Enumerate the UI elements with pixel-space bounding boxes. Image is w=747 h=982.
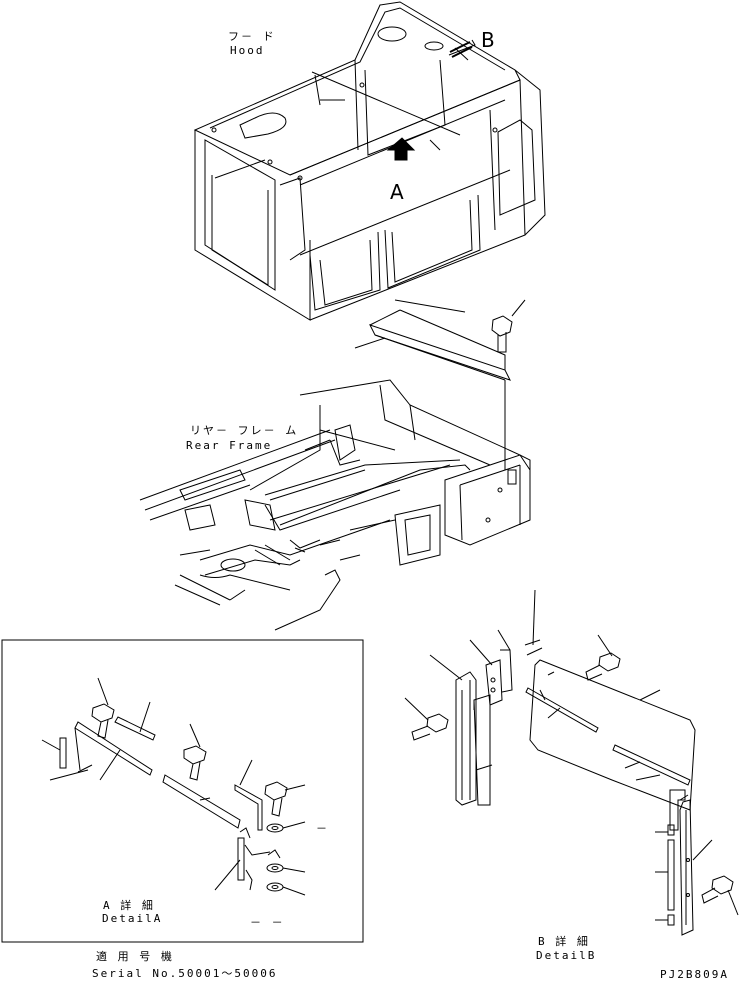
bolt-icon (405, 698, 448, 740)
detail-b-label-en: DetailB (536, 949, 597, 962)
detail-a-panel (2, 640, 363, 942)
serial-label-jp: 適 用 号 機 (96, 950, 174, 963)
hood-label-en: Hood (230, 44, 265, 57)
dash-mark: － － (250, 916, 285, 929)
detail-a-label-jp: A 詳 細 (103, 899, 155, 912)
drawing-code: PJ2B809A (660, 968, 729, 981)
serial-label-en: Serial No.50001～50006 (92, 967, 278, 980)
bolt-icon (184, 724, 206, 780)
marker-b: B (481, 28, 495, 52)
hood-label-jp: フ－ ド (228, 30, 276, 43)
hood-assembly (195, 2, 545, 320)
detail-a-label-en: DetailA (102, 912, 163, 925)
detail-b-label-jp: B 詳 細 (538, 935, 590, 948)
bolt-icon (265, 782, 305, 816)
detail-b-assembly (405, 590, 738, 935)
bolt-icon (586, 635, 620, 680)
rear-frame-label-en: Rear Frame (186, 439, 273, 452)
rear-frame-assembly (140, 300, 530, 630)
bolt-icon (92, 678, 114, 738)
dash-mark: － (316, 822, 329, 835)
bolt-icon (702, 876, 738, 915)
marker-a: A (390, 180, 404, 204)
rear-frame-label-jp: リヤ－ フレ－ ム (190, 424, 299, 437)
